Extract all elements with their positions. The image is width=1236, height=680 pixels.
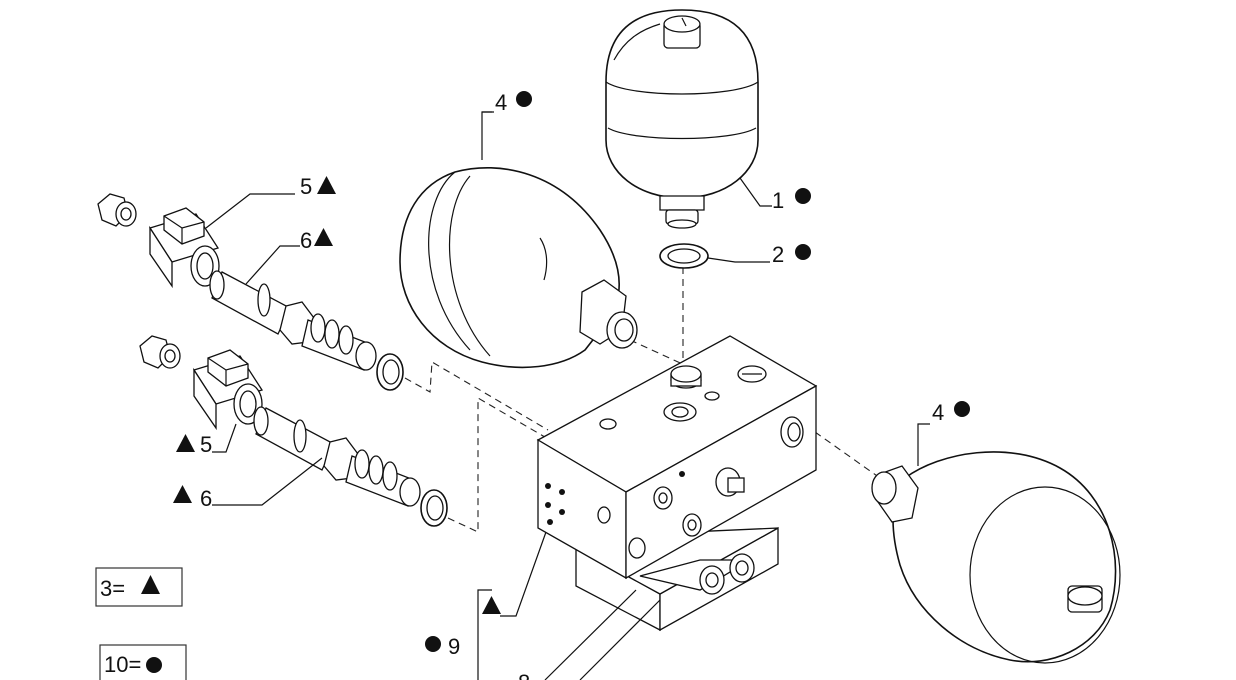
callout-6-lower: 6: [200, 486, 212, 511]
callouts: 1 2 4 4 5 6 5 6 9 8: [173, 90, 970, 680]
dot-marker: [425, 636, 441, 652]
callout-9: 9: [448, 634, 460, 659]
triangle-marker: [314, 228, 333, 246]
dot-marker: [954, 401, 970, 417]
callout-8: 8: [518, 670, 530, 680]
valve-block: [536, 335, 818, 632]
accumulator-left: [399, 167, 638, 369]
solenoid-assembly-upper: [97, 193, 404, 391]
sealing-ring: [659, 243, 709, 269]
callout-4-right: 4: [932, 400, 944, 425]
legend-triangle-label: 3=: [100, 576, 125, 601]
accumulator-top: [605, 9, 759, 229]
triangle-marker: [141, 575, 160, 594]
callout-2: 2: [772, 242, 784, 267]
callout-6-upper: 6: [300, 228, 312, 253]
dot-marker: [795, 244, 811, 260]
callout-5-lower: 5: [200, 432, 212, 457]
fitting-pair: [699, 553, 755, 595]
dot-marker: [516, 91, 532, 107]
triangle-marker: [317, 176, 336, 194]
legend-dot-label: 10=: [104, 652, 141, 677]
triangle-marker: [173, 485, 192, 503]
callout-4-left: 4: [495, 90, 507, 115]
triangle-marker: [176, 434, 195, 452]
leader-lines: [205, 111, 930, 680]
legend-dot: 10=: [99, 644, 187, 680]
dot-marker: [146, 657, 162, 673]
accumulator-right: [871, 451, 1121, 664]
callout-5-upper: 5: [300, 174, 312, 199]
callout-1: 1: [772, 188, 784, 213]
legend-triangle: 3=: [95, 567, 183, 607]
dot-marker: [795, 188, 811, 204]
triangle-marker: [482, 596, 501, 614]
solenoid-assembly-lower: [139, 335, 448, 527]
